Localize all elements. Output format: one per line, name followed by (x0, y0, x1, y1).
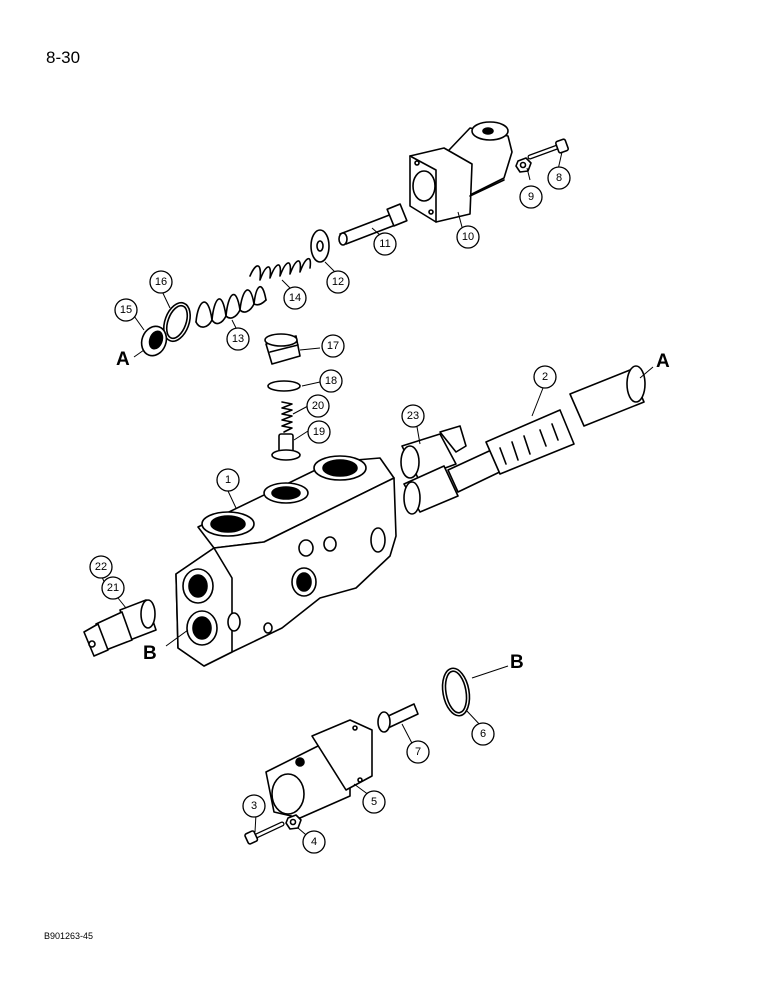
ref-letter-b-left: B (143, 643, 157, 664)
svg-text:16: 16 (155, 276, 167, 288)
callout-15: 15 (114, 298, 138, 322)
part-13-outer-spring (195, 286, 267, 328)
part-11-spool-bolt (338, 203, 408, 246)
svg-text:8: 8 (556, 172, 562, 184)
part-8-bolt (527, 138, 569, 160)
svg-text:14: 14 (289, 292, 301, 304)
callout-9: 9 (519, 185, 543, 209)
part-16-o-ring (163, 301, 191, 343)
svg-text:13: 13 (232, 333, 244, 345)
svg-text:19: 19 (313, 426, 325, 438)
figure-code: B901263-45 (44, 931, 94, 941)
callout-8: 8 (547, 166, 571, 190)
part-18-o-ring (267, 380, 301, 392)
svg-text:3: 3 (251, 800, 257, 812)
callout-18: 18 (319, 369, 343, 393)
svg-text:7: 7 (415, 746, 421, 758)
ref-letter-a-left: A (116, 349, 130, 370)
callout-6: 6 (471, 722, 495, 746)
part-9-nut (515, 157, 532, 173)
callout-14: 14 (283, 286, 307, 310)
part-7-pin (377, 703, 419, 733)
svg-text:18: 18 (325, 375, 337, 387)
callout-5: 5 (362, 790, 386, 814)
callout-13: 13 (226, 327, 250, 351)
ref-letter-a-right: A (656, 351, 670, 372)
part-21-relief-valve (83, 599, 157, 657)
svg-text:6: 6 (480, 728, 486, 740)
svg-text:1: 1 (225, 474, 231, 486)
svg-text:22: 22 (95, 561, 107, 573)
callout-4: 4 (302, 830, 326, 854)
ref-letter-b-right: B (510, 652, 524, 673)
part-5-cap-housing (265, 719, 373, 819)
part-20-spring (281, 401, 293, 433)
part-3-bolt (244, 821, 285, 845)
svg-text:23: 23 (407, 410, 419, 422)
svg-text:17: 17 (327, 340, 339, 352)
svg-text:2: 2 (542, 371, 548, 383)
svg-text:9: 9 (528, 191, 534, 203)
part-17-plug (264, 333, 301, 365)
callout-17: 17 (321, 334, 345, 358)
callouts: 1 2 3 4 5 6 7 8 9 10 11 12 13 14 15 16 1… (89, 166, 571, 854)
callout-20: 20 (306, 394, 330, 418)
callout-1: 1 (216, 468, 240, 492)
part-19-poppet (271, 433, 301, 461)
callout-16: 16 (149, 270, 173, 294)
svg-text:20: 20 (312, 400, 324, 412)
callout-22: 22 (89, 555, 113, 579)
callout-23: 23 (401, 404, 425, 428)
svg-text:21: 21 (107, 582, 119, 594)
part-6-o-ring (441, 667, 471, 717)
part-2-spool (403, 365, 646, 515)
svg-text:5: 5 (371, 796, 377, 808)
svg-text:4: 4 (311, 836, 317, 848)
callout-7: 7 (406, 740, 430, 764)
part-15-spring-seat (140, 325, 168, 357)
callout-11: 11 (373, 232, 397, 256)
callout-21: 21 (101, 576, 125, 600)
callout-10: 10 (456, 225, 480, 249)
page-number: 8-30 (46, 48, 81, 67)
callout-12: 12 (326, 270, 350, 294)
callout-19: 19 (307, 420, 331, 444)
part-1-valve-body (175, 455, 397, 667)
svg-text:11: 11 (379, 238, 390, 250)
callout-3: 3 (242, 794, 266, 818)
svg-text:15: 15 (120, 304, 132, 316)
part-10-cap-housing (409, 121, 513, 223)
callout-2: 2 (533, 365, 557, 389)
part-14-inner-spring (249, 257, 312, 281)
reference-letters: A A B B (116, 349, 670, 673)
svg-text:12: 12 (332, 276, 344, 288)
part-12-washer (310, 229, 330, 263)
part-4-nut (285, 814, 302, 830)
svg-text:10: 10 (462, 231, 474, 243)
